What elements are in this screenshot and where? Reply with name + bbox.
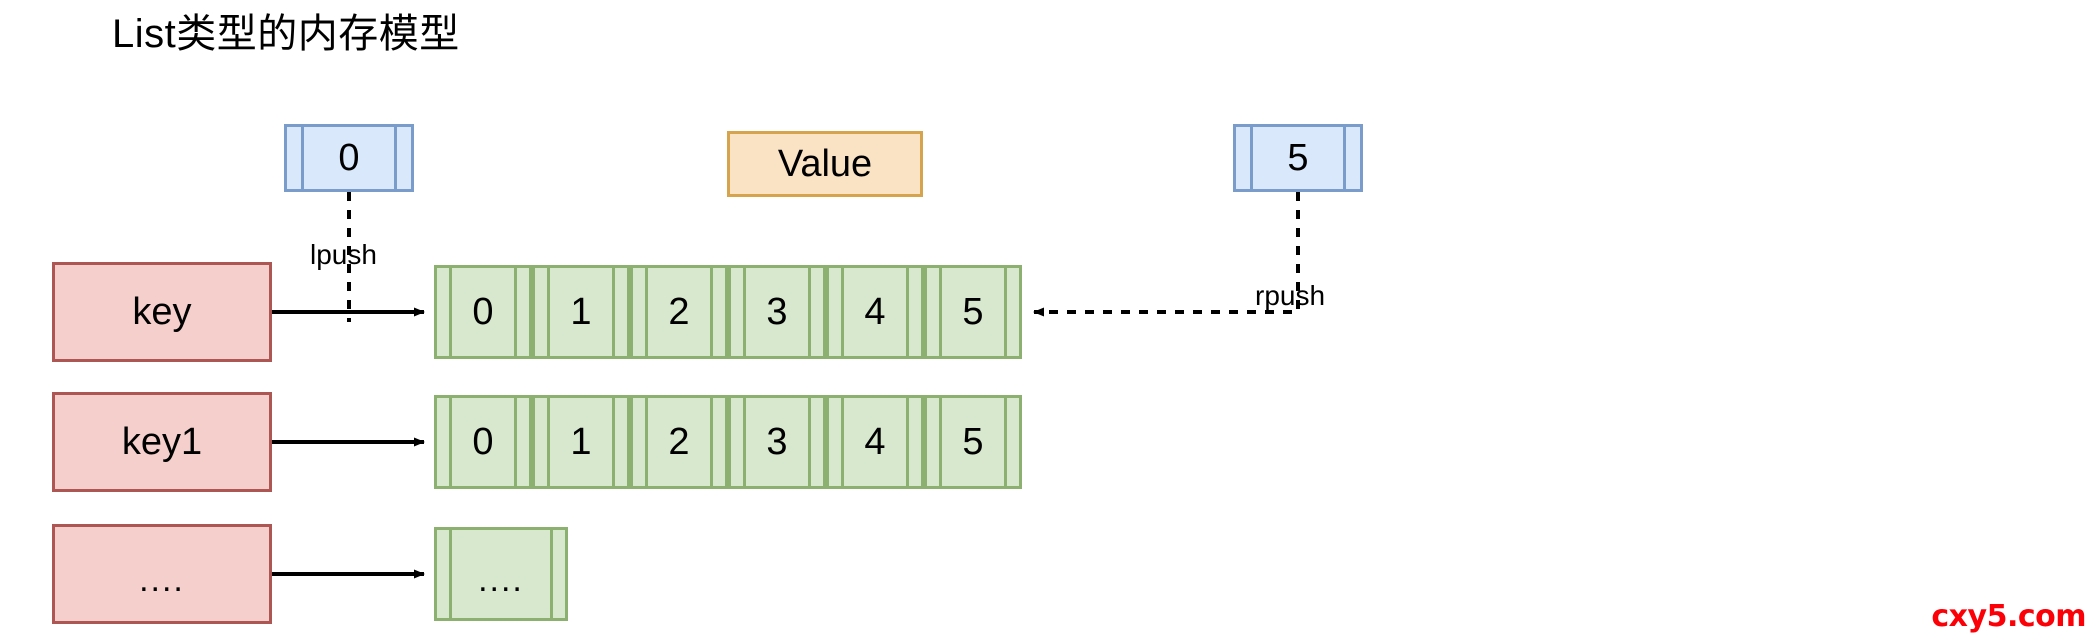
list-cell-value: 2 (668, 420, 690, 463)
list-cell-value: 1 (570, 290, 592, 333)
cell-divider-left (645, 398, 648, 486)
list-cell-value: 1 (570, 420, 592, 463)
list-cell: 2 (630, 395, 728, 489)
tail-pointer-label: 5 (1287, 137, 1309, 179)
list-cell-value: 2 (668, 290, 690, 333)
list-cell-value: 0 (472, 290, 494, 333)
cell-divider-left (841, 398, 844, 486)
list-cell-value: .... (478, 560, 524, 599)
list-cell: 3 (728, 265, 826, 359)
cell-divider-right (808, 268, 811, 356)
head-pointer-label: 0 (338, 137, 360, 179)
key-box-row-3: .... (52, 524, 272, 624)
value-header-box: Value (727, 131, 923, 197)
box-divider-right (394, 127, 397, 189)
list-cell: 0 (434, 265, 532, 359)
cell-divider-right (808, 398, 811, 486)
cell-divider-right (612, 398, 615, 486)
list-cell-value: 0 (472, 420, 494, 463)
list-cell: 3 (728, 395, 826, 489)
cell-divider-right (906, 268, 909, 356)
box-divider-left (1250, 127, 1253, 189)
list-cell: .... (434, 527, 568, 621)
box-divider-right (1343, 127, 1346, 189)
cell-divider-left (939, 398, 942, 486)
head-pointer-box: 0 (284, 124, 414, 192)
cell-divider-right (710, 398, 713, 486)
list-cell-value: 4 (864, 420, 886, 463)
list-cell: 1 (532, 395, 630, 489)
cell-divider-right (1004, 398, 1007, 486)
cell-divider-right (514, 268, 517, 356)
list-cell: 0 (434, 395, 532, 489)
cell-divider-right (1004, 268, 1007, 356)
list-cell-value: 5 (962, 290, 984, 333)
cell-divider-right (612, 268, 615, 356)
cell-divider-right (514, 398, 517, 486)
cell-divider-right (550, 530, 553, 618)
value-header-label: Value (777, 143, 873, 185)
key-label: key (132, 291, 192, 333)
list-cell-value: 3 (766, 290, 788, 333)
cell-divider-left (547, 398, 550, 486)
watermark: cxy5.com (1931, 599, 2086, 634)
list-cell: 5 (924, 395, 1022, 489)
page-title: List类型的内存模型 (112, 12, 460, 56)
key-box-row-2: key1 (52, 392, 272, 492)
cell-divider-left (841, 268, 844, 356)
cell-divider-right (906, 398, 909, 486)
list-cell-value: 3 (766, 420, 788, 463)
cell-divider-left (449, 530, 452, 618)
list-cell-value: 4 (864, 290, 886, 333)
cell-divider-left (449, 268, 452, 356)
lpush-label: lpush (307, 240, 380, 270)
cell-divider-left (449, 398, 452, 486)
list-cell: 5 (924, 265, 1022, 359)
cell-divider-left (939, 268, 942, 356)
cell-divider-left (743, 398, 746, 486)
key-label: key1 (121, 421, 203, 463)
list-cell: 1 (532, 265, 630, 359)
cell-divider-right (710, 268, 713, 356)
key-box-row-1: key (52, 262, 272, 362)
tail-pointer-box: 5 (1233, 124, 1363, 192)
rpush-label: rpush (1252, 281, 1329, 311)
list-cell-value: 5 (962, 420, 984, 463)
cell-divider-left (547, 268, 550, 356)
cell-divider-left (645, 268, 648, 356)
key-label: .... (139, 561, 185, 599)
box-divider-left (301, 127, 304, 189)
list-cell: 4 (826, 265, 924, 359)
cell-divider-left (743, 268, 746, 356)
list-cell: 2 (630, 265, 728, 359)
list-cell: 4 (826, 395, 924, 489)
